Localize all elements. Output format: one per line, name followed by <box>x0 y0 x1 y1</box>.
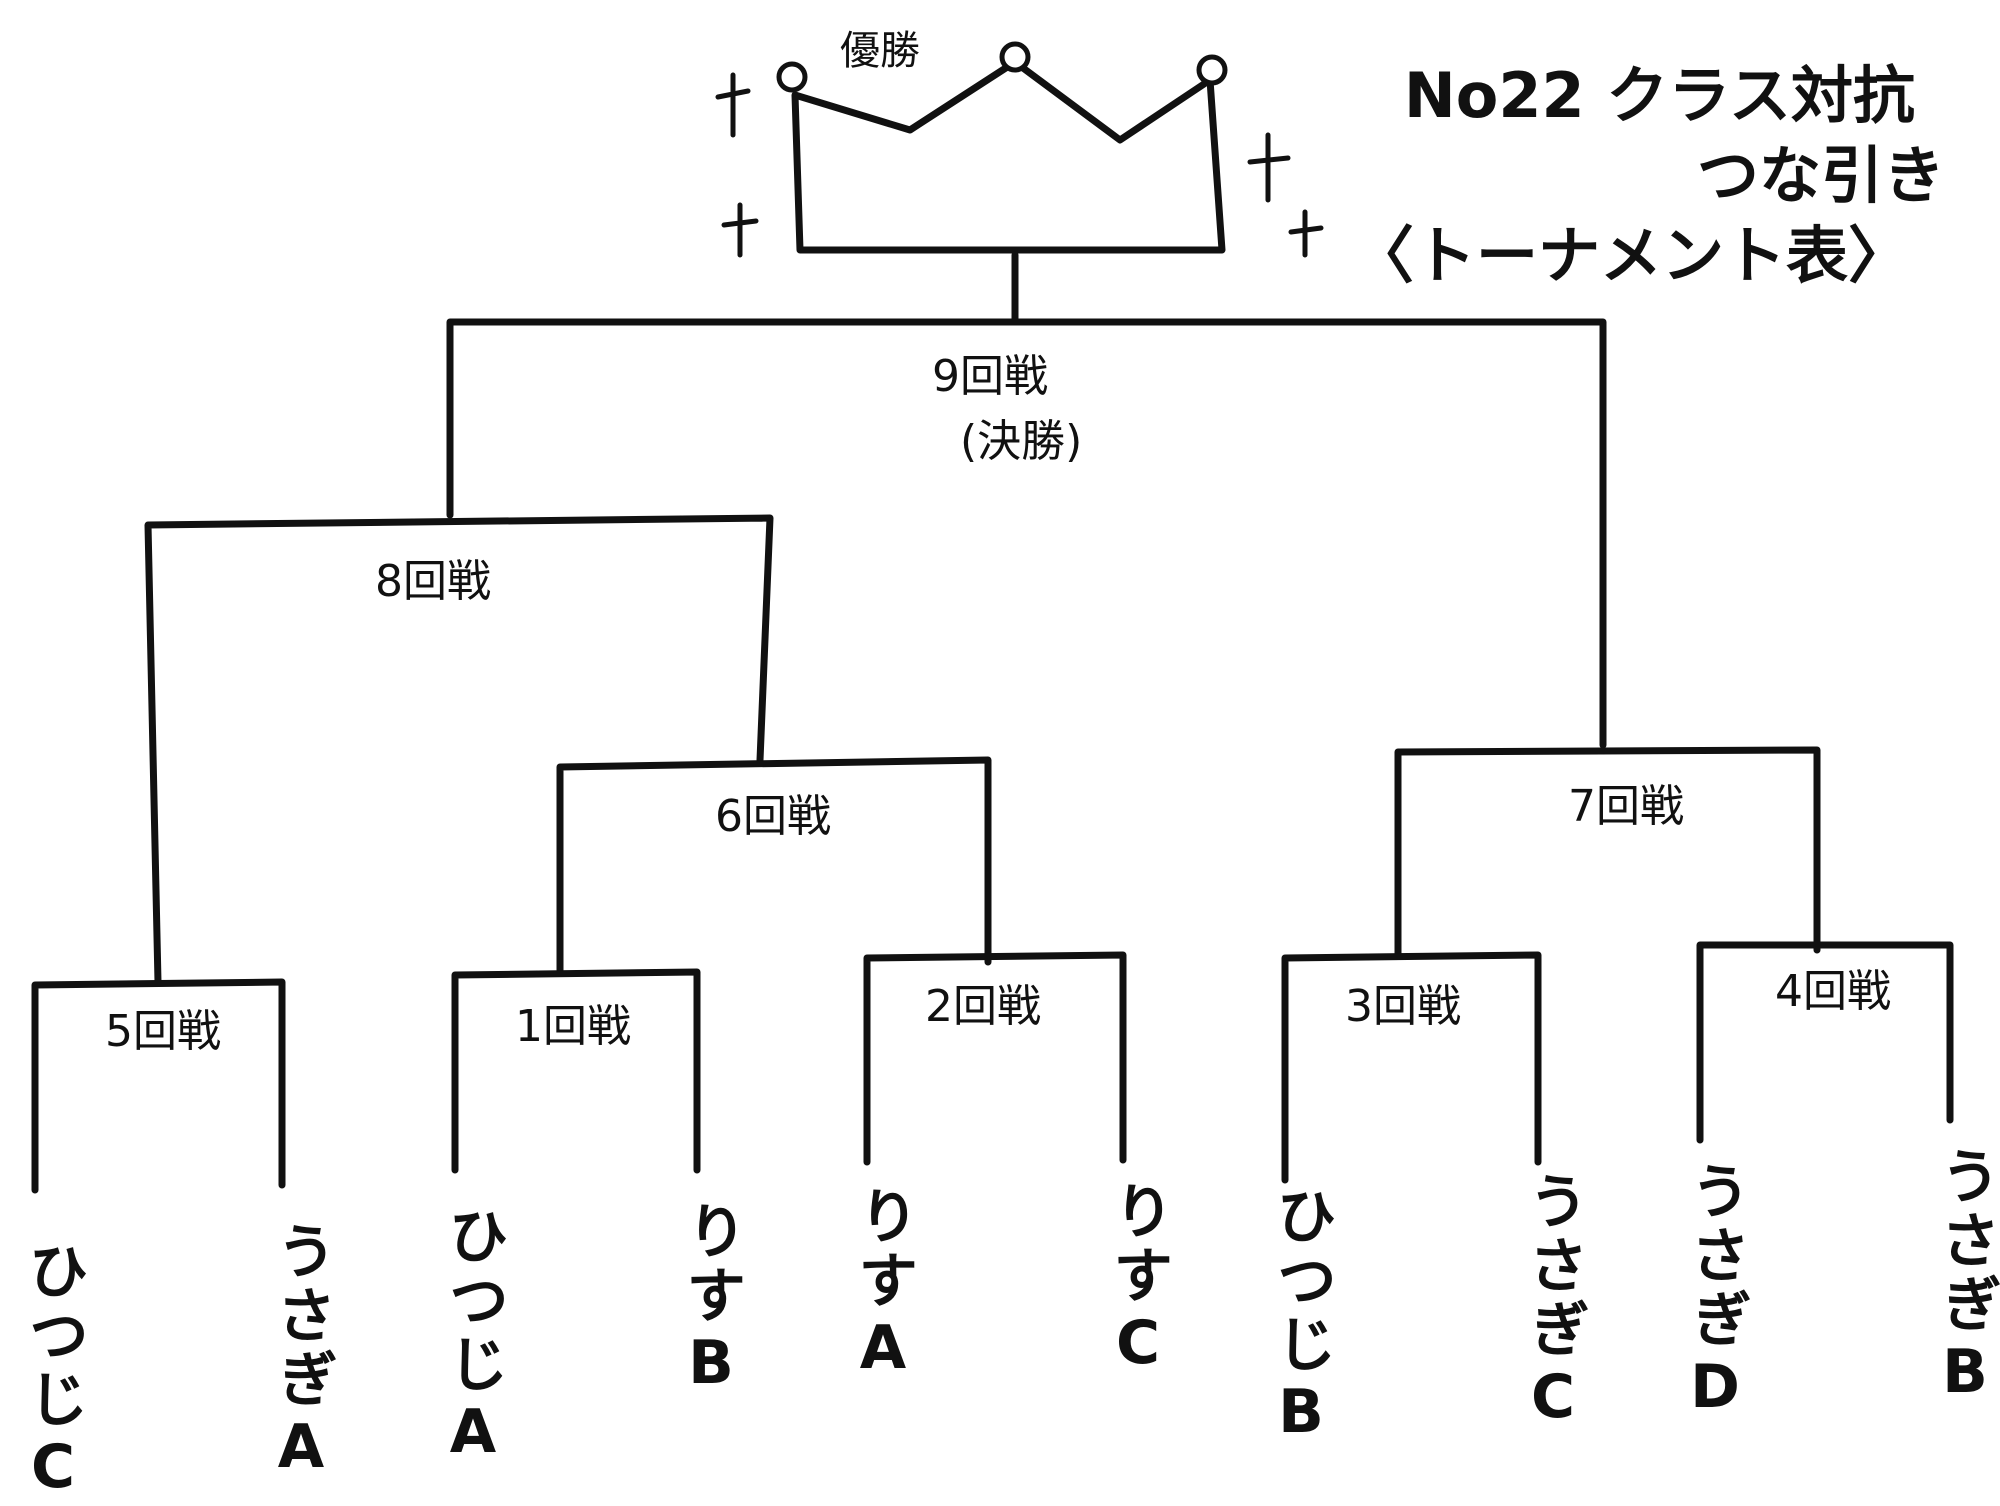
winner-label: 優勝 <box>840 28 920 74</box>
bracket-round-2 <box>863 951 1127 1166</box>
bracket-round-1 <box>451 968 701 1174</box>
round-9-note: (決勝) <box>960 416 1083 467</box>
bracket-round-6 <box>556 756 992 974</box>
crown-jewel-left <box>776 61 808 93</box>
round-2-label: 2回戦 <box>925 981 1041 1032</box>
bracket-round-4 <box>1696 941 1954 1144</box>
round-4-label: 4回戦 <box>1775 966 1891 1017</box>
round-8-label: 8回戦 <box>375 556 491 607</box>
team-name: うさぎD <box>1680 1160 1750 1426</box>
sparkle-icons <box>715 72 1324 258</box>
crown-jewel-center <box>999 41 1031 73</box>
crown-jewel-right <box>1196 54 1228 86</box>
round-9-label: 9回戦 <box>932 351 1048 402</box>
round-7-label: 7回戦 <box>1568 781 1684 832</box>
title-line-2: つな引き <box>1696 139 1945 212</box>
team-name: りすC <box>1103 1180 1173 1382</box>
team-name: りすA <box>848 1185 918 1387</box>
bracket-round-8 <box>144 514 774 986</box>
round-1-label: 1回戦 <box>515 1001 631 1052</box>
bracket-round-9 <box>446 318 1607 749</box>
title-line-1: No22 クラス対抗 <box>1403 59 1915 132</box>
crown-outline <box>791 58 1226 254</box>
team-name: うさぎA <box>266 1220 336 1486</box>
round-3-label: 3回戦 <box>1345 981 1461 1032</box>
round-6-label: 6回戦 <box>715 791 831 842</box>
bracket-round-7 <box>1394 746 1821 959</box>
crown-icon <box>776 41 1228 254</box>
team-name: うさぎC <box>1518 1170 1588 1436</box>
team-name: ひつじC <box>18 1240 88 1506</box>
title-line-3: 〈トーナメント表〉 <box>1351 219 1910 292</box>
bracket-round-3 <box>1281 951 1542 1184</box>
team-name: うさぎB <box>1930 1145 2000 1411</box>
round-5-label: 5回戦 <box>105 1006 221 1057</box>
team-name: りすB <box>676 1200 746 1402</box>
team-name: ひつじB <box>1266 1185 1336 1451</box>
bracket-round-5 <box>31 978 286 1194</box>
team-name: ひつじA <box>438 1205 508 1471</box>
